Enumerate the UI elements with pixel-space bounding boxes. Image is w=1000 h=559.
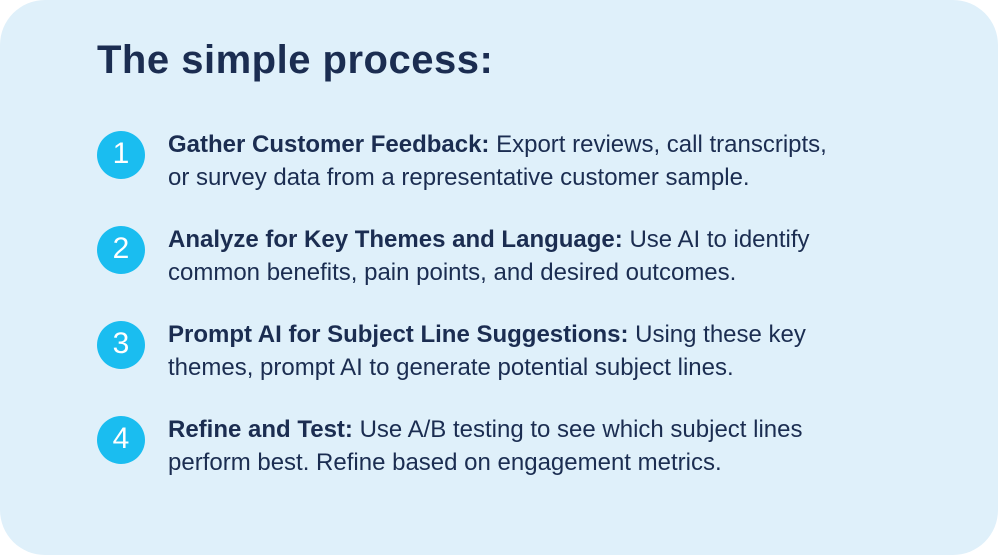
steps-list: 1 Gather Customer Feedback: Export revie…: [97, 128, 943, 479]
step-4-description: Use A/B testing to see which subject lin…: [168, 416, 803, 476]
step-4-text: Refine and Test: Use A/B testing to see …: [168, 413, 803, 479]
step-2-text: Analyze for Key Themes and Language: Use…: [168, 223, 810, 289]
step-item-2: 2 Analyze for Key Themes and Language: U…: [97, 223, 943, 289]
step-1-label: Gather Customer Feedback:: [168, 131, 490, 158]
step-3-text: Prompt AI for Subject Line Suggestions: …: [168, 318, 806, 384]
step-3-number-badge: 3: [97, 321, 145, 369]
step-1-number: 1: [112, 137, 130, 170]
step-4-label: Refine and Test:: [168, 416, 353, 443]
step-4-number-badge: 4: [97, 416, 145, 464]
step-3-label: Prompt AI for Subject Line Suggestions:: [168, 321, 629, 348]
step-3-description: Using these key themes, prompt AI to gen…: [168, 321, 806, 381]
step-item-1: 1 Gather Customer Feedback: Export revie…: [97, 128, 943, 194]
step-1-text: Gather Customer Feedback: Export reviews…: [168, 128, 827, 194]
step-2-number: 2: [112, 232, 130, 265]
step-1-number-badge: 1: [97, 131, 145, 179]
step-4-number: 4: [112, 422, 130, 455]
step-item-3: 3 Prompt AI for Subject Line Suggestions…: [97, 318, 943, 384]
step-item-4: 4 Refine and Test: Use A/B testing to se…: [97, 413, 943, 479]
step-2-number-badge: 2: [97, 226, 145, 274]
step-2-label: Analyze for Key Themes and Language:: [168, 226, 623, 253]
step-2-description: Use AI to identify common benefits, pain…: [168, 226, 810, 286]
page-title: The simple process:: [97, 38, 494, 82]
step-3-number: 3: [112, 327, 130, 360]
step-1-description: Export reviews, call transcripts, or sur…: [168, 131, 827, 191]
